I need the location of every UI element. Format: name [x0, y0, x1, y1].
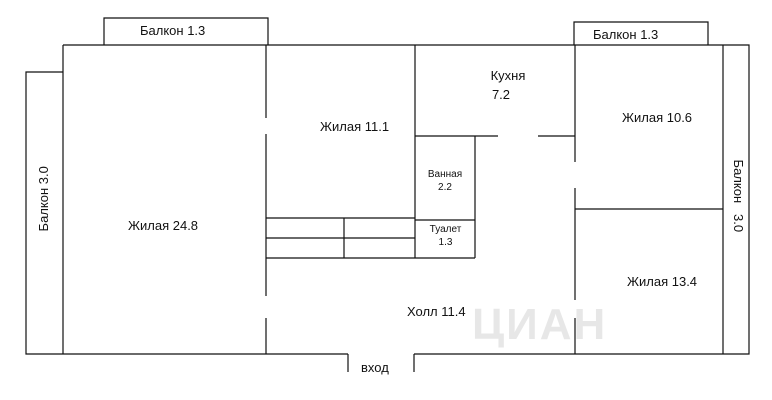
label-balcony-right: Балкон 3.0 [730, 159, 746, 233]
wall-balcony-top-left [103, 17, 269, 45]
label-toilet-name: Туалет [429, 224, 462, 235]
label-balcony-top-right: Балкон 1.3 [593, 27, 659, 42]
label-living-13-4: Жилая 13.4 [627, 274, 698, 289]
label-entrance: вход [361, 360, 389, 375]
label-bathroom-name: Ванная [427, 169, 463, 180]
label-hall: Холл 11.4 [407, 304, 466, 319]
label-living-11-1: Жилая 11.1 [320, 119, 390, 134]
label-toilet-area: 1.3 [438, 237, 453, 248]
label-bathroom-area: 2.2 [438, 182, 452, 193]
label-kitchen-area: 7.2 [491, 87, 511, 102]
label-kitchen-name: Кухня [490, 68, 526, 83]
wall-balcony-left [25, 71, 63, 355]
label-living-24-8: Жилая 24.8 [128, 218, 199, 233]
wall-balcony-right [723, 44, 750, 355]
label-living-10-6: Жилая 10.6 [622, 110, 693, 125]
label-balcony-left: Балкон 3.0 [36, 166, 52, 232]
wall-balcony-top-right [573, 21, 709, 45]
watermark-logo: ЦИАН [472, 300, 608, 349]
label-balcony-top-left: Балкон 1.3 [140, 23, 206, 38]
